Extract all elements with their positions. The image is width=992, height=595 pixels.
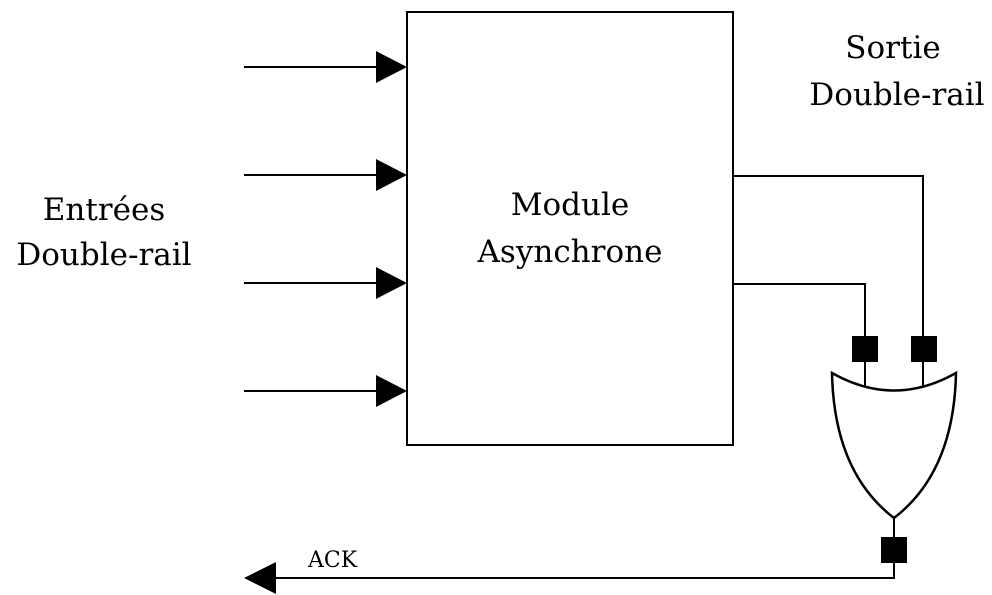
input-arrow-2 (244, 159, 407, 191)
module-box (406, 11, 734, 446)
output-label-line2: Double-rail (809, 77, 984, 113)
module-label-line1: Module (511, 187, 629, 223)
inputs-label-line1: Entrées (43, 192, 165, 228)
input-arrow-4 (244, 375, 407, 407)
connector-node-left (852, 336, 878, 362)
output-wire-2 (733, 283, 866, 336)
module-label-line2: Asynchrone (477, 234, 663, 270)
input-arrow-3 (244, 267, 407, 299)
input-arrow-1 (244, 51, 407, 83)
output-wire-1 (733, 175, 924, 336)
ack-label: ACK (307, 548, 358, 573)
connector-node-output (881, 537, 907, 563)
or-gate (830, 370, 958, 520)
inputs-label-line2: Double-rail (16, 237, 191, 273)
output-label-line1: Sortie (845, 30, 940, 66)
ack-wire (272, 563, 895, 579)
connector-node-right (911, 336, 937, 362)
ack-arrowhead (244, 562, 276, 594)
